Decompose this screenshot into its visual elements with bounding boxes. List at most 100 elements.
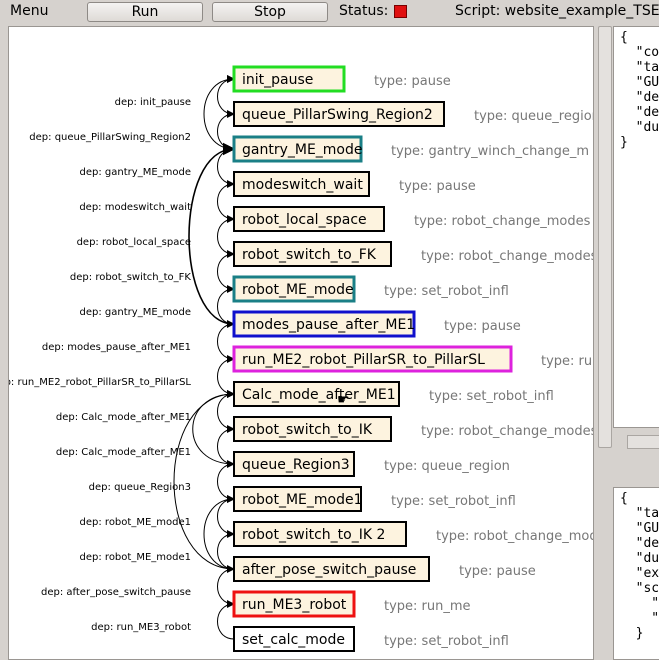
dependency-edge — [217, 565, 235, 605]
dependency-label: dep: modes_pause_after_ME1 — [42, 342, 191, 353]
scrollbar-thumb[interactable] — [627, 435, 659, 449]
task-node-box[interactable] — [232, 275, 356, 303]
dependency-edge — [217, 145, 235, 185]
task-node-type: type: run_me — [384, 599, 471, 614]
task-node[interactable]: queue_PillarSwing_Region2 type: queue_reg… — [233, 101, 593, 127]
task-node-type: type: queue_region — [384, 459, 510, 474]
toolbar: Menu Run Stop Status: Script: website_ex… — [0, 0, 659, 24]
task-node-label: modes_pause_after_ME1 — [242, 317, 415, 333]
task-node-label: queue_PillarSwing_Region2 — [242, 107, 433, 123]
task-node-box[interactable] — [233, 101, 445, 127]
task-node-label: robot_switch_to_IK 2 — [242, 527, 385, 543]
task-node-type: type: pause — [444, 319, 521, 334]
status-indicator — [394, 5, 407, 18]
task-node-box[interactable] — [232, 345, 513, 373]
task-node-box[interactable] — [233, 626, 355, 652]
dependency-edge — [173, 390, 235, 570]
graph-vertical-scrollbar[interactable] — [597, 26, 612, 658]
json-text: { "tas "GU "de "du "ex "sc " " } — [614, 488, 659, 641]
dependency-edge — [217, 320, 235, 360]
task-graph[interactable]: init_pause type: pause queue_PillarSwing_R… — [9, 27, 593, 659]
hand-cursor-icon: ☛ — [337, 392, 350, 408]
task-node-box[interactable] — [233, 416, 392, 442]
task-node[interactable]: robot_local_space type: robot_change_mode… — [233, 206, 591, 232]
task-node-box[interactable] — [233, 241, 392, 267]
dependency-edge — [217, 215, 235, 255]
task-node-type: type: set_robot_infl — [384, 284, 509, 299]
task-node[interactable]: modes_pause_after_ME1 type: pause — [232, 310, 521, 338]
task-node[interactable]: init_pause type: pause — [232, 65, 451, 93]
task-node[interactable]: robot_switch_to_IK 2 type: robot_change_m… — [233, 521, 593, 547]
task-node-type: type: pause — [459, 564, 536, 579]
json-horizontal-scrollbar[interactable] — [613, 434, 659, 449]
task-node-box[interactable] — [233, 451, 355, 477]
task-node-label: run_ME2_robot_PillarSR_to_PillarSL — [242, 352, 485, 368]
dependency-edge — [203, 75, 235, 150]
task-node-box[interactable] — [233, 381, 400, 407]
stop-button[interactable]: Stop — [212, 2, 328, 22]
task-node-label: robot_ME_mode — [242, 282, 354, 298]
task-node-type: type: robot_change_modes — [436, 529, 593, 544]
dependency-edge — [217, 495, 235, 535]
task-node-label: robot_switch_to_IK — [242, 422, 373, 438]
task-node-box[interactable] — [233, 521, 407, 547]
json-text: { "co "tas "GU "de "de "du } — [614, 27, 659, 150]
dependency-edge — [217, 250, 235, 290]
dependency-edge — [188, 142, 236, 325]
script-label: Script: website_example_TSE_ — [455, 3, 659, 19]
task-node-box[interactable] — [232, 310, 416, 338]
task-json-panel[interactable]: { "co "tas "GU "de "de "du } — [613, 26, 659, 428]
task-node-box[interactable] — [233, 171, 370, 197]
detail-json-panel[interactable]: { "tas "GU "de "du "ex "sc " " } — [613, 487, 659, 660]
task-node[interactable]: run_ME2_robot_PillarSR_to_PillarSL type: … — [232, 345, 593, 373]
run-button[interactable]: Run — [87, 2, 203, 22]
task-node[interactable]: robot_ME_mode type: set_robot_infl — [232, 275, 509, 303]
task-node[interactable]: robot_switch_to_FK type: robot_change_mod… — [233, 241, 593, 267]
task-node-box[interactable] — [233, 206, 385, 232]
json-line: "de — [635, 105, 659, 120]
task-node-label: robot_ME_mode1 — [242, 492, 363, 508]
dependency-label: dep: gantry_ME_mode — [80, 167, 191, 178]
dependency-label: dep: queue_Region3 — [89, 482, 191, 493]
task-node-label: robot_switch_to_FK — [242, 247, 377, 263]
task-node-box[interactable] — [232, 135, 363, 163]
task-node-type: type: set_robot_infl — [429, 389, 554, 404]
task-node[interactable]: queue_Region3 type: queue_region — [233, 451, 510, 477]
dependency-edge — [217, 425, 235, 465]
dependency-label: dep: queue_PillarSwing_Region2 — [29, 132, 191, 143]
task-node-label: init_pause — [242, 72, 313, 88]
task-node-box[interactable] — [232, 590, 356, 618]
dependency-edge — [217, 390, 235, 430]
dependency-edge — [217, 530, 235, 570]
task-node-type: type: run_me — [541, 354, 593, 369]
dependency-label: dep: run_ME2_robot_PillarSR_to_PillarSL — [9, 377, 191, 388]
menu-button[interactable]: Menu — [10, 3, 49, 19]
json-line: "de — [635, 536, 659, 551]
task-node-label: queue_Region3 — [242, 457, 350, 473]
task-node-type: type: pause — [374, 74, 451, 89]
dependency-edge — [217, 285, 235, 325]
json-line: "de — [635, 90, 659, 105]
json-line: "GU — [635, 521, 659, 536]
scrollbar-thumb[interactable] — [598, 26, 612, 448]
task-node-type: type: robot_change_modes — [414, 214, 591, 229]
dependency-edge — [203, 495, 235, 570]
task-node-box[interactable] — [232, 65, 346, 93]
task-node-type: type: queue_region — [474, 109, 593, 124]
json-line: "sc — [635, 581, 659, 596]
task-node-box[interactable] — [233, 486, 362, 512]
task-graph-canvas[interactable]: init_pause type: pause queue_PillarSwing_R… — [8, 26, 594, 660]
dependency-edges — [173, 75, 236, 640]
task-node-label: robot_local_space — [242, 212, 367, 228]
task-node-box[interactable] — [233, 556, 430, 582]
task-node-type: type: robot_change_modes — [421, 249, 593, 264]
dependency-label: dep: robot_ME_mode1 — [80, 552, 191, 563]
